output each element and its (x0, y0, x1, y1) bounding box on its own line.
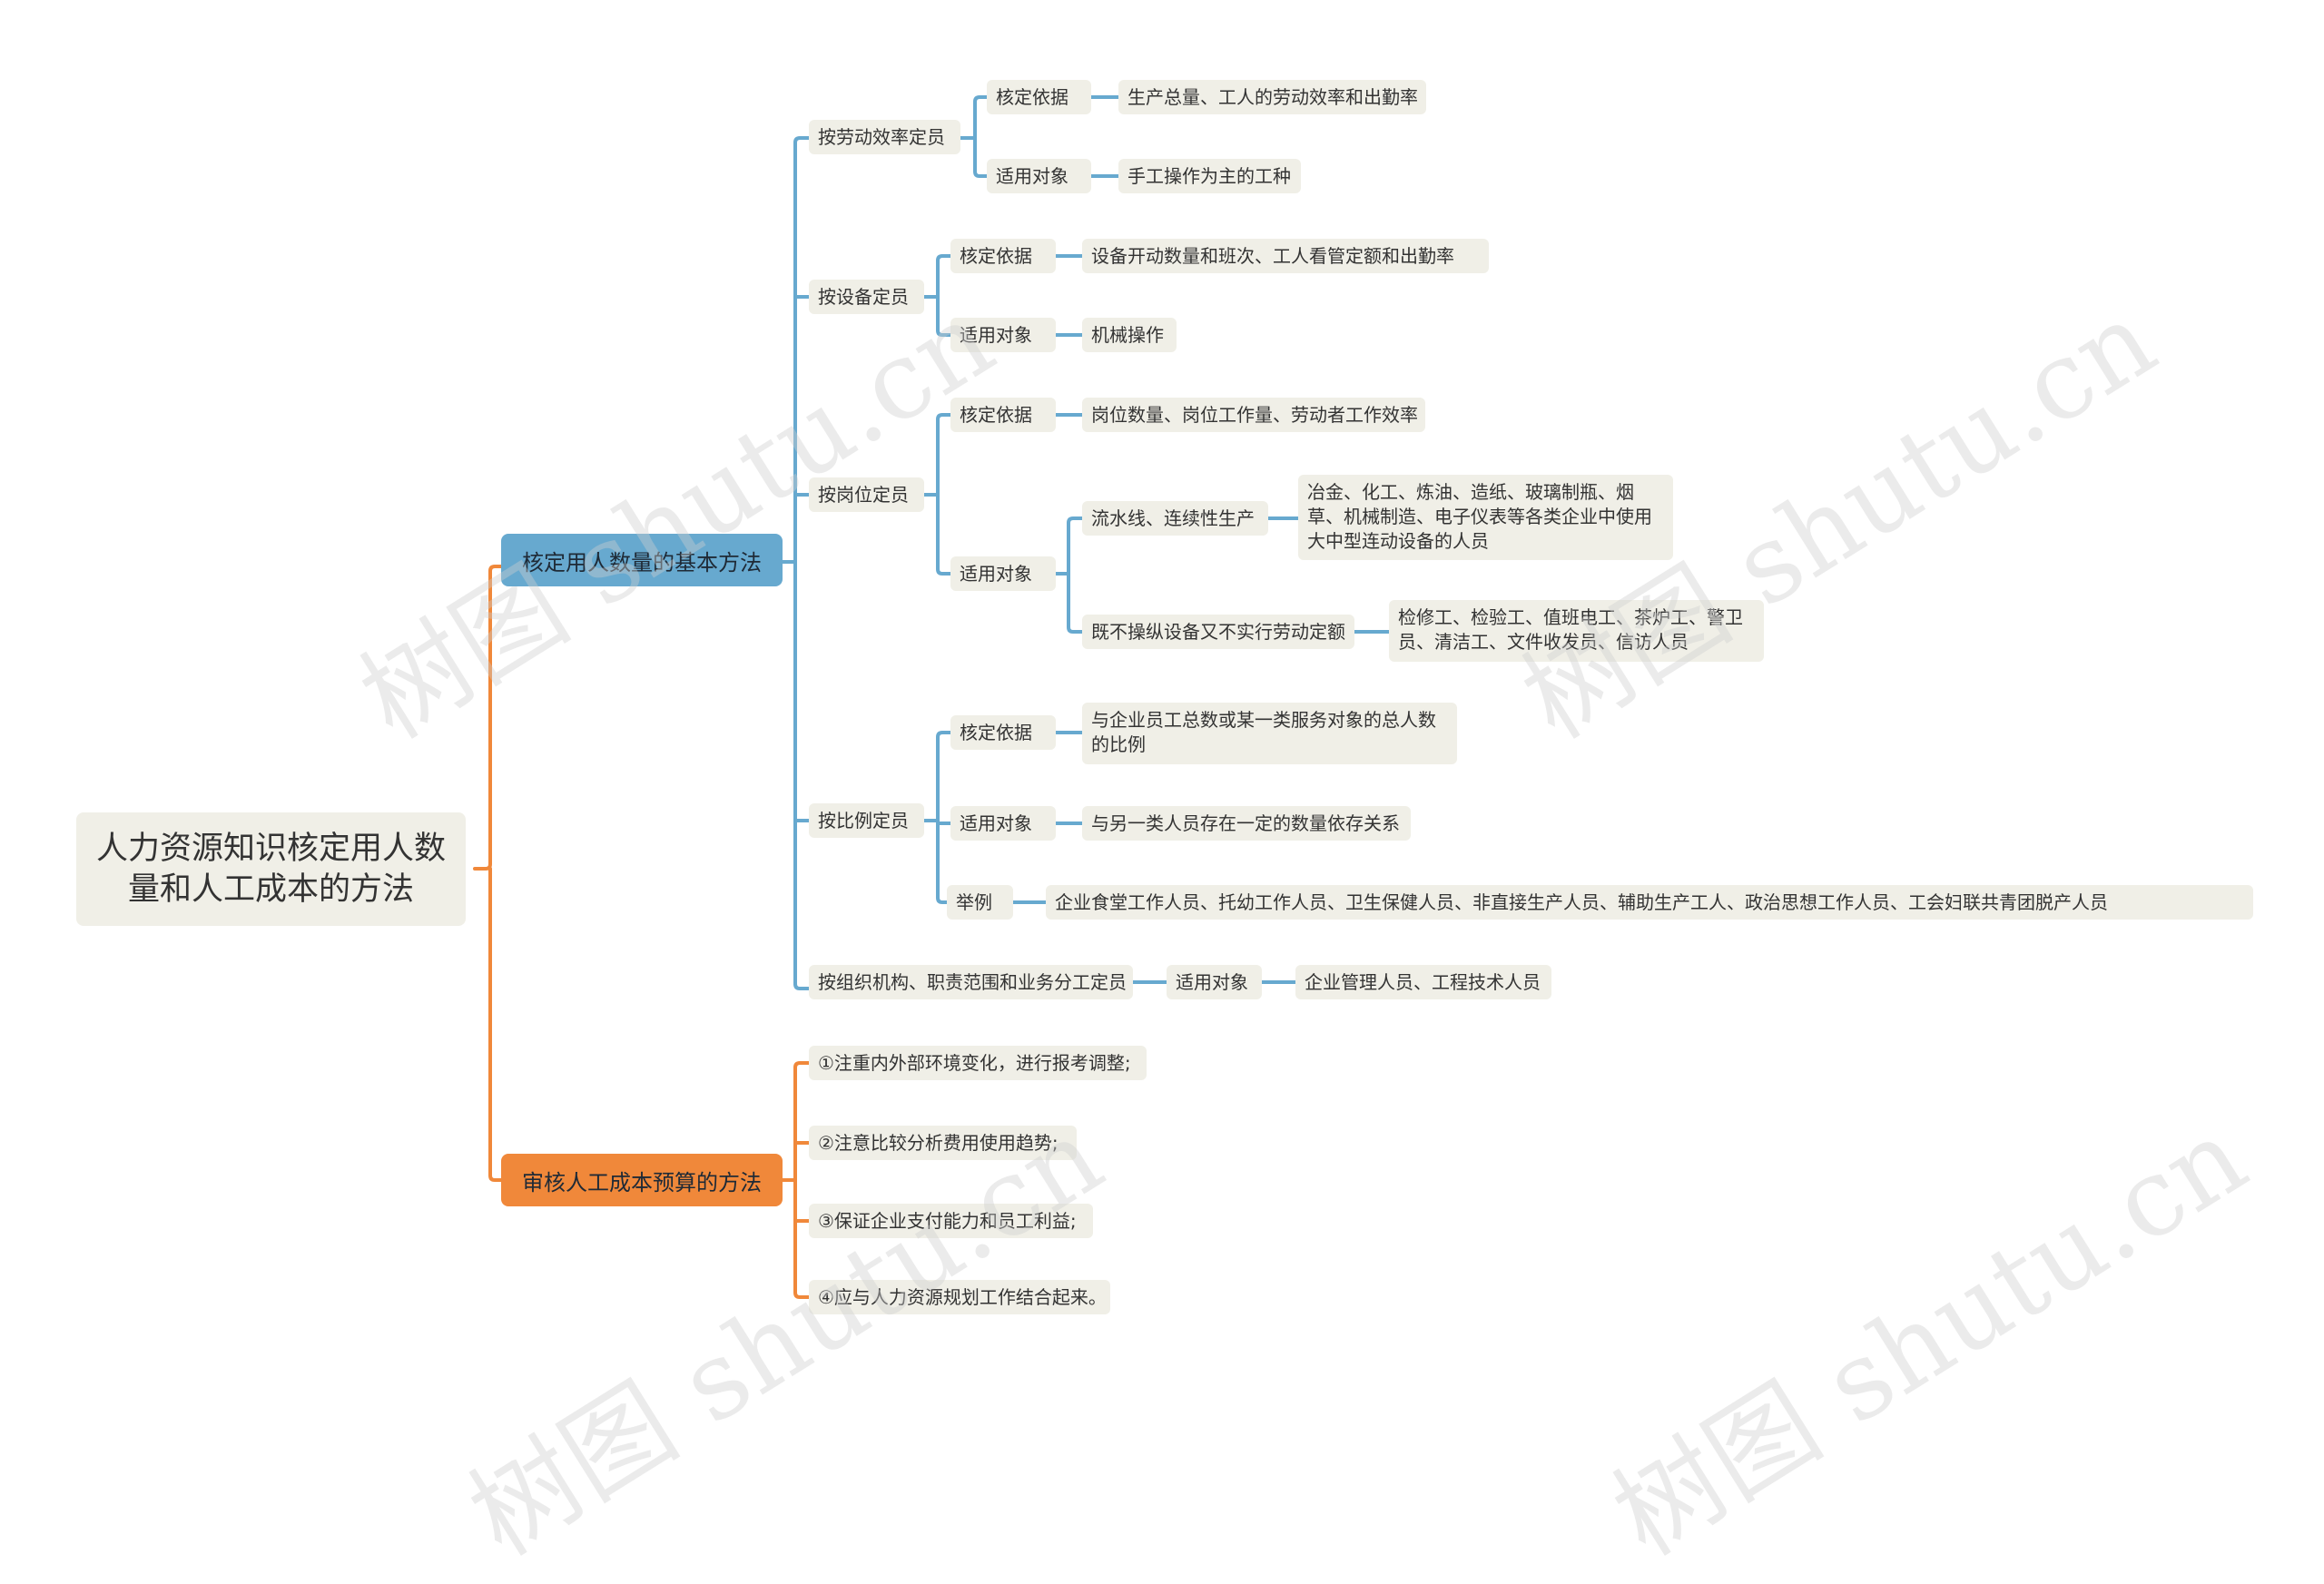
node-label: 流水线、连续性生产 (1091, 507, 1255, 529)
m4-basis-label[interactable]: 核定依据 (950, 715, 1056, 750)
m2-target-label[interactable]: 适用对象 (950, 318, 1056, 352)
node-label: ①注重内外部环境变化，进行报考调整; (818, 1051, 1131, 1074)
m3-basis-label[interactable]: 核定依据 (950, 398, 1056, 432)
audit-item-1[interactable]: ①注重内外部环境变化，进行报考调整; (809, 1046, 1147, 1080)
method-position[interactable]: 按岗位定员 (809, 477, 924, 512)
node-label: 适用对象 (960, 812, 1032, 834)
method-equipment[interactable]: 按设备定员 (809, 280, 924, 314)
method-ratio[interactable]: 按比例定员 (809, 803, 924, 838)
audit-item-2[interactable]: ②注意比较分析费用使用趋势; (809, 1126, 1077, 1160)
root-title: 人力资源知识核定用人数量和人工成本的方法 (95, 830, 446, 908)
m3-sub2-value[interactable]: 检修工、检验工、值班电工、茶炉工、警卫员、清洁工、文件收发员、信访人员 (1389, 600, 1764, 662)
m4-basis-value[interactable]: 与企业员工总数或某一类服务对象的总人数的比例 (1082, 703, 1457, 764)
m1-basis-label[interactable]: 核定依据 (987, 80, 1091, 114)
m1-basis-value[interactable]: 生产总量、工人的劳动效率和出勤率 (1118, 80, 1426, 114)
node-label: 手工操作为主的工种 (1128, 164, 1291, 187)
m5-target-label[interactable]: 适用对象 (1167, 965, 1262, 999)
m5-target-value[interactable]: 企业管理人员、工程技术人员 (1295, 965, 1551, 999)
node-label: 与企业员工总数或某一类服务对象的总人数的比例 (1091, 709, 1436, 755)
node-label: 机械操作 (1091, 323, 1164, 346)
node-label: 按岗位定员 (818, 483, 909, 506)
node-label: 企业管理人员、工程技术人员 (1305, 970, 1541, 993)
m1-target-value[interactable]: 手工操作为主的工种 (1118, 159, 1301, 193)
m2-basis-label[interactable]: 核定依据 (950, 239, 1056, 273)
topic-headcount-label: 核定用人数量的基本方法 (522, 549, 762, 576)
connector-lines (473, 95, 1391, 1299)
m4-target-value[interactable]: 与另一类人员存在一定的数量依存关系 (1082, 806, 1411, 841)
topic-audit-label: 审核人工成本预算的方法 (522, 1169, 762, 1195)
node-label: 按劳动效率定员 (818, 125, 945, 148)
topic-headcount-methods[interactable]: 核定用人数量的基本方法 (501, 534, 783, 586)
node-label: 企业食堂工作人员、托幼工作人员、卫生保健人员、非直接生产人员、辅助生产工人、政治… (1055, 890, 2108, 913)
node-label: 适用对象 (960, 323, 1032, 346)
m4-target-label[interactable]: 适用对象 (950, 806, 1056, 841)
m4-example-label[interactable]: 举例 (947, 885, 1013, 920)
node-label: 适用对象 (996, 164, 1068, 187)
node-label: ②注意比较分析费用使用趋势; (818, 1131, 1059, 1154)
node-label: 冶金、化工、炼油、造纸、玻璃制瓶、烟草、机械制造、电子仪表等各类企业中使用大中型… (1307, 481, 1652, 552)
node-label: ③保证企业支付能力和员工利益; (818, 1209, 1077, 1232)
node-label: 检修工、检验工、值班电工、茶炉工、警卫员、清洁工、文件收发员、信访人员 (1398, 606, 1743, 653)
node-label: 生产总量、工人的劳动效率和出勤率 (1128, 85, 1418, 108)
node-label: 适用对象 (1176, 970, 1248, 993)
node-label: 按比例定员 (818, 809, 909, 831)
m3-sub1-value[interactable]: 冶金、化工、炼油、造纸、玻璃制瓶、烟草、机械制造、电子仪表等各类企业中使用大中型… (1298, 475, 1673, 560)
node-label: 适用对象 (960, 562, 1032, 585)
m2-target-value[interactable]: 机械操作 (1082, 318, 1177, 352)
method-labor-efficiency[interactable]: 按劳动效率定员 (809, 120, 960, 154)
node-label: 核定依据 (996, 85, 1068, 108)
root-topic[interactable]: 人力资源知识核定用人数量和人工成本的方法 (76, 812, 466, 926)
m1-target-label[interactable]: 适用对象 (987, 159, 1091, 193)
node-label: 设备开动数量和班次、工人看管定额和出勤率 (1091, 244, 1454, 267)
topic-labor-cost-audit[interactable]: 审核人工成本预算的方法 (501, 1154, 783, 1206)
audit-item-4[interactable]: ④应与人力资源规划工作结合起来。 (809, 1280, 1110, 1314)
node-label: 按设备定员 (818, 285, 909, 308)
m3-target-label[interactable]: 适用对象 (950, 556, 1056, 591)
node-label: 核定依据 (960, 403, 1032, 426)
audit-item-3[interactable]: ③保证企业支付能力和员工利益; (809, 1204, 1093, 1238)
m3-sub2-label[interactable]: 既不操纵设备又不实行劳动定额 (1082, 615, 1354, 649)
m3-sub1-label[interactable]: 流水线、连续性生产 (1082, 501, 1268, 536)
node-label: 与另一类人员存在一定的数量依存关系 (1091, 812, 1400, 834)
m4-example-value[interactable]: 企业食堂工作人员、托幼工作人员、卫生保健人员、非直接生产人员、辅助生产工人、政治… (1046, 885, 2253, 920)
node-label: 既不操纵设备又不实行劳动定额 (1091, 620, 1345, 643)
node-label: 岗位数量、岗位工作量、劳动者工作效率 (1091, 403, 1418, 426)
node-label: 核定依据 (960, 721, 1032, 743)
node-label: 举例 (956, 890, 992, 913)
node-label: 核定依据 (960, 244, 1032, 267)
m2-basis-value[interactable]: 设备开动数量和班次、工人看管定额和出勤率 (1082, 239, 1489, 273)
node-label: ④应与人力资源规划工作结合起来。 (818, 1285, 1107, 1308)
node-label: 按组织机构、职责范围和业务分工定员 (818, 970, 1127, 993)
method-organization[interactable]: 按组织机构、职责范围和业务分工定员 (809, 965, 1133, 999)
m3-basis-value[interactable]: 岗位数量、岗位工作量、劳动者工作效率 (1082, 398, 1425, 432)
